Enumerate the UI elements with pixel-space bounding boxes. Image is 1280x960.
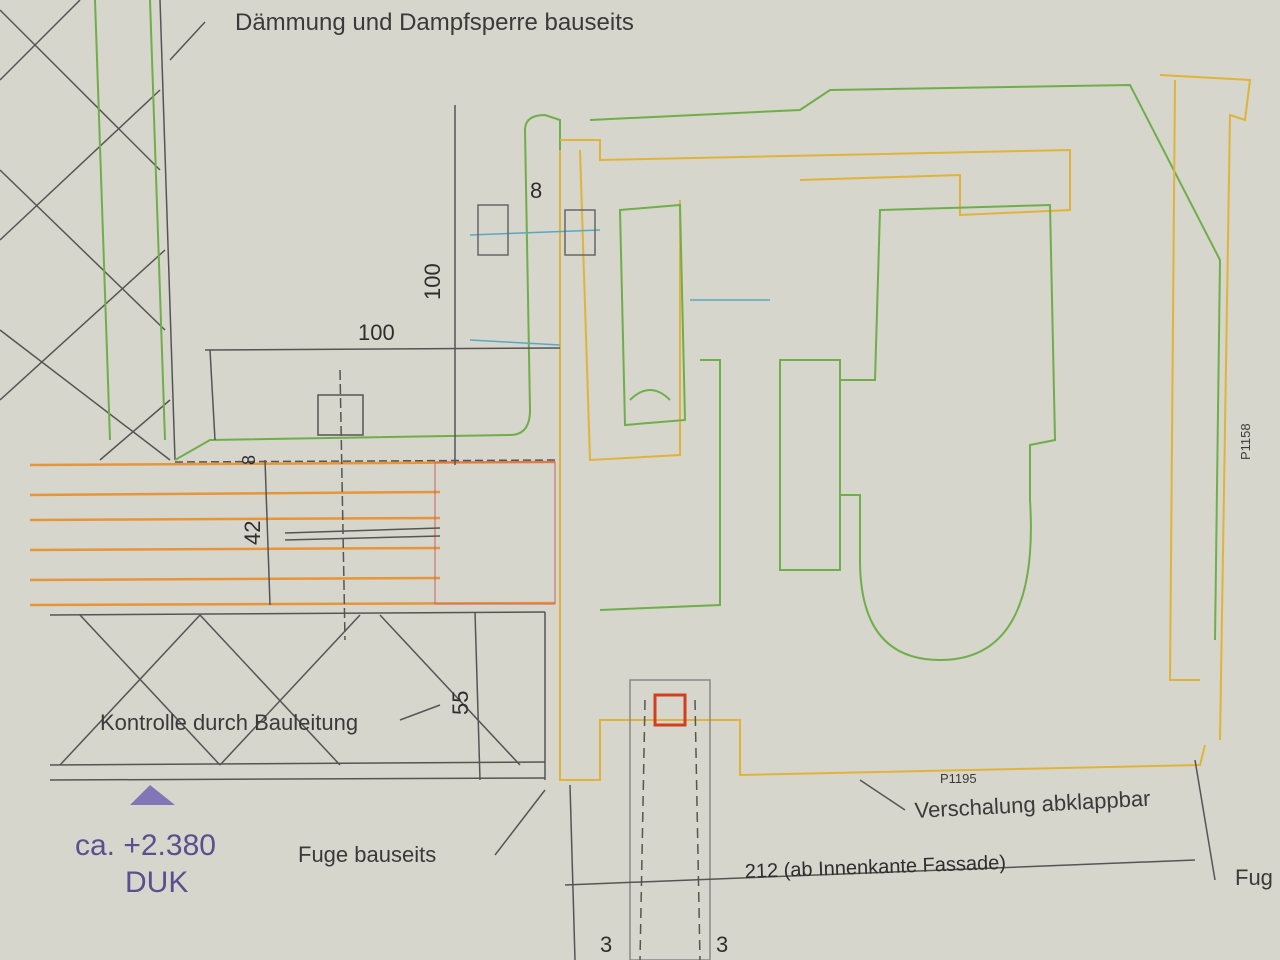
aluminium-profile <box>560 139 1071 217</box>
dim-horizontal-100: 100 <box>358 320 395 345</box>
level-ref-label: DUK <box>125 866 188 899</box>
dim-small-8: 8 <box>239 455 259 465</box>
bracket-profile <box>174 113 561 461</box>
glass-panel <box>629 679 711 960</box>
wall-hatching <box>0 0 176 461</box>
cover-label: Verschalung abklappbar <box>914 786 1151 823</box>
level-marker-icon <box>130 785 175 805</box>
profile-side-label: P1158 <box>1238 423 1253 460</box>
dim-gap-right: 3 <box>716 932 728 957</box>
dim-gap-left: 3 <box>600 932 612 957</box>
slab <box>49 611 546 781</box>
dim-height-55: 55 <box>448 691 473 715</box>
timber-beam <box>29 459 556 607</box>
dim-bolt-gap: 8 <box>530 178 542 203</box>
dim-width-212: 212 (ab Innenkante Fassade) <box>744 852 1006 883</box>
dim-vertical-100: 100 <box>420 263 445 300</box>
insulation-line <box>94 0 111 441</box>
control-label: Kontrolle durch Bauleitung <box>100 710 358 735</box>
bolt <box>469 204 770 346</box>
roller <box>618 203 687 427</box>
screw <box>284 527 441 541</box>
motor-outline <box>839 203 1057 662</box>
profile-bottom-label: P1195 <box>940 771 977 786</box>
joint-label: Fuge bauseits <box>298 842 436 867</box>
joint-right-label: Fug <box>1235 865 1273 890</box>
dim-depth-42: 42 <box>240 521 265 545</box>
dimension-lines <box>169 21 1216 960</box>
level-label: ca. +2.380 <box>75 829 216 862</box>
title-label: Dämmung und Dampfsperre bauseits <box>235 9 634 36</box>
bolt-vertical <box>317 369 364 641</box>
